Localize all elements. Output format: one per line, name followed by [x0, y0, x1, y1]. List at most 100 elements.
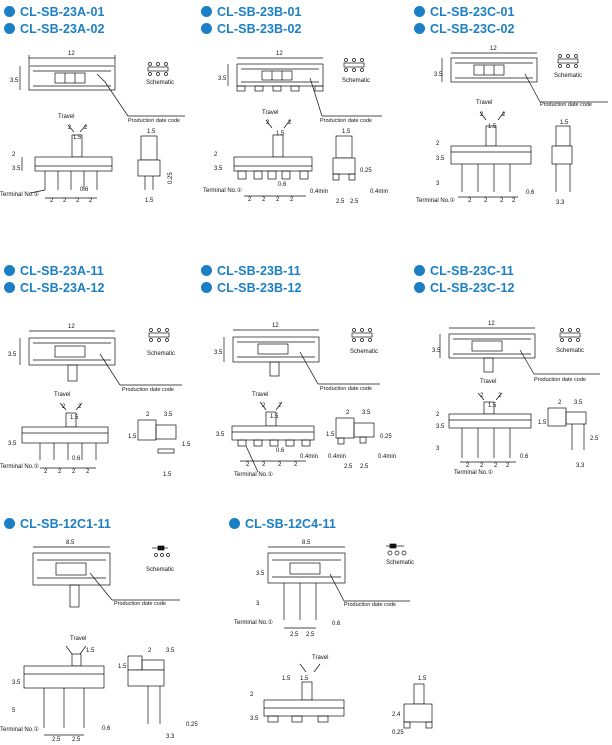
bullet-icon [414, 265, 425, 276]
svg-text:3.5: 3.5 [12, 166, 21, 172]
model-title: CL-SB-23C-01 [430, 4, 515, 19]
model-title: CL-SB-23C-11 [430, 263, 514, 278]
model-title: CL-SB-23C-12 [430, 280, 515, 295]
svg-text:5: 5 [12, 708, 16, 714]
svg-text:0.25: 0.25 [168, 172, 174, 184]
svg-text:1.5: 1.5 [276, 131, 285, 137]
svg-text:3.5: 3.5 [164, 412, 173, 418]
model-title: CL-SB-23A-12 [20, 280, 105, 295]
svg-text:Schematic: Schematic [342, 78, 370, 84]
svg-text:Terminal No.①: Terminal No.① [234, 471, 273, 478]
title-group-23a-1x: CL-SB-23A-11 CL-SB-23A-12 [4, 262, 105, 296]
svg-text:0.6: 0.6 [278, 182, 287, 188]
title-group-23b-1x: CL-SB-23B-11 CL-SB-23B-12 [201, 262, 302, 296]
svg-text:12: 12 [68, 324, 75, 330]
svg-text:1.5: 1.5 [282, 676, 291, 682]
svg-text:1.5: 1.5 [538, 420, 547, 426]
svg-text:3.5: 3.5 [214, 166, 223, 172]
svg-text:2: 2 [512, 198, 516, 204]
svg-text:2: 2 [146, 412, 150, 418]
svg-text:2: 2 [62, 404, 66, 410]
model-title: CL-SB-23A-01 [20, 4, 105, 19]
svg-text:2: 2 [72, 469, 76, 475]
svg-text:3.5: 3.5 [218, 76, 227, 82]
svg-text:2: 2 [466, 463, 470, 469]
svg-text:3: 3 [436, 446, 440, 452]
svg-text:0.4min: 0.4min [328, 454, 346, 460]
svg-text:2: 2 [214, 152, 218, 158]
svg-text:2.4: 2.4 [392, 712, 401, 718]
svg-text:3.5: 3.5 [166, 648, 175, 654]
drawing-23a-0x: 12 3.5 Production date code Schematic Tr… [0, 51, 185, 204]
svg-text:2: 2 [63, 198, 67, 204]
schematic-symbol [148, 328, 170, 342]
svg-text:2: 2 [262, 462, 266, 468]
svg-text:0.6: 0.6 [80, 187, 89, 193]
model-title: CL-SB-23B-02 [217, 21, 302, 36]
schematic-symbol [559, 328, 581, 342]
svg-text:Production date code: Production date code [344, 602, 396, 608]
bullet-icon [414, 282, 425, 293]
svg-text:2: 2 [480, 112, 484, 118]
schematic-symbol [386, 543, 407, 556]
title-group-23c-1x: CL-SB-23C-11 CL-SB-23C-12 [414, 262, 515, 296]
svg-text:0.6: 0.6 [72, 456, 81, 462]
svg-text:Production date code: Production date code [114, 601, 166, 607]
bullet-icon [229, 518, 240, 529]
model-title: CL-SB-23A-02 [20, 21, 105, 36]
svg-text:1.5: 1.5 [488, 124, 497, 130]
svg-text:2: 2 [468, 198, 472, 204]
svg-text:2: 2 [262, 403, 266, 409]
drawing-23c-0x: 12 3.5 Production date code Schematic Tr… [416, 46, 608, 206]
svg-text:3.5: 3.5 [434, 72, 443, 78]
schematic-symbol [351, 328, 373, 342]
title-group-23a-0x: CL-SB-23A-01 CL-SB-23A-02 [4, 3, 105, 37]
bullet-icon [414, 23, 425, 34]
svg-text:Schematic: Schematic [146, 567, 174, 573]
svg-text:2: 2 [502, 112, 506, 118]
bullet-icon [201, 265, 212, 276]
svg-text:3.5: 3.5 [8, 441, 17, 447]
svg-text:2.5: 2.5 [72, 737, 81, 743]
svg-text:2: 2 [78, 404, 82, 410]
svg-text:1.5: 1.5 [70, 415, 79, 421]
bullet-icon [414, 6, 425, 17]
svg-text:2: 2 [262, 197, 266, 203]
svg-text:1.5: 1.5 [560, 120, 569, 126]
svg-text:2: 2 [68, 125, 72, 131]
svg-text:1.5: 1.5 [418, 676, 427, 682]
svg-text:1.5: 1.5 [163, 472, 172, 478]
svg-text:2: 2 [250, 692, 254, 698]
svg-text:Travel: Travel [54, 392, 70, 398]
title-group-23b-0x: CL-SB-23B-01 CL-SB-23B-02 [201, 3, 302, 37]
svg-text:Terminal No.①: Terminal No.① [0, 726, 39, 733]
svg-text:Terminal No.①: Terminal No.① [234, 619, 273, 626]
svg-text:2: 2 [278, 462, 282, 468]
schematic-label: Schematic [146, 80, 174, 86]
svg-text:2: 2 [436, 141, 440, 147]
model-title: CL-SB-23C-02 [430, 21, 515, 36]
svg-text:2: 2 [44, 469, 48, 475]
dim-12: 12 [68, 51, 75, 57]
svg-text:2: 2 [346, 410, 350, 416]
svg-text:Terminal No.①: Terminal No.① [203, 187, 242, 194]
svg-text:0.25: 0.25 [186, 722, 198, 728]
title-group-12c4: CL-SB-12C4-11 [229, 515, 336, 532]
svg-text:0.4min: 0.4min [370, 189, 388, 195]
svg-text:Terminal No.①: Terminal No.① [454, 469, 493, 476]
svg-text:3: 3 [436, 181, 440, 187]
svg-text:2: 2 [58, 469, 62, 475]
svg-text:1.5: 1.5 [270, 414, 279, 420]
schematic-symbol [147, 62, 169, 76]
svg-text:1.5: 1.5 [147, 129, 156, 135]
svg-text:1.5: 1.5 [182, 442, 191, 448]
svg-text:2.5: 2.5 [336, 199, 345, 205]
svg-text:3.3: 3.3 [556, 200, 565, 206]
svg-text:0.25: 0.25 [380, 434, 392, 440]
svg-text:12: 12 [490, 46, 497, 52]
svg-text:2: 2 [498, 393, 502, 399]
svg-text:2: 2 [500, 198, 504, 204]
svg-text:3.5: 3.5 [8, 352, 17, 358]
svg-text:Travel: Travel [70, 636, 86, 642]
svg-text:2: 2 [484, 198, 488, 204]
